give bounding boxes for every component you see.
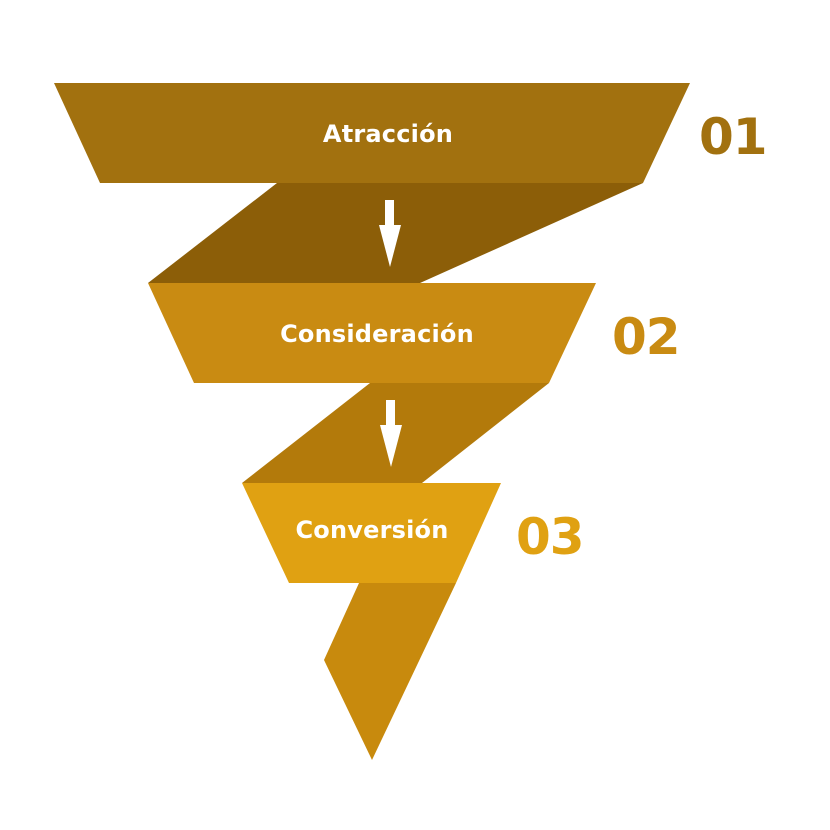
funnel-tail [324,583,456,760]
stage-number-2: 02 [612,308,681,366]
stage-band-2 [148,283,596,383]
stage-label-1: Atracción [322,120,454,148]
stage-label-3: Conversión [295,516,449,544]
stage-band-1 [54,83,690,183]
arrow-down-icon [380,400,402,467]
stage-number-1: 01 [699,108,768,166]
stage-number-3: 03 [516,508,585,566]
stage-band-3 [242,483,501,583]
stage-label-2: Consideración [280,320,474,348]
arrow-down-icon [379,200,401,267]
